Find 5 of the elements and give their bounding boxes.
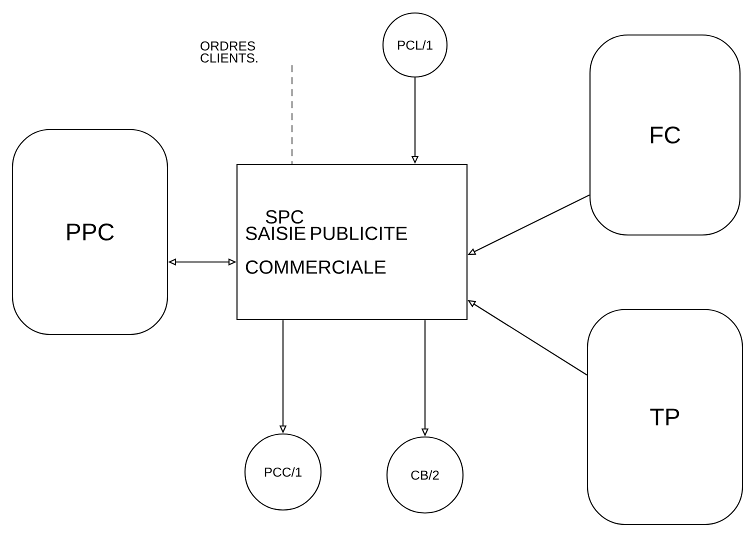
annotation-text: ORDRES CLIENTS. — [200, 41, 258, 63]
file-drum: PPC — [12, 128, 168, 336]
process-box: SPC SAISIE PUBLICITE COMMERCIALE — [236, 164, 468, 320]
file-drum: FC — [589, 34, 741, 236]
file-drum: TP — [586, 308, 744, 526]
